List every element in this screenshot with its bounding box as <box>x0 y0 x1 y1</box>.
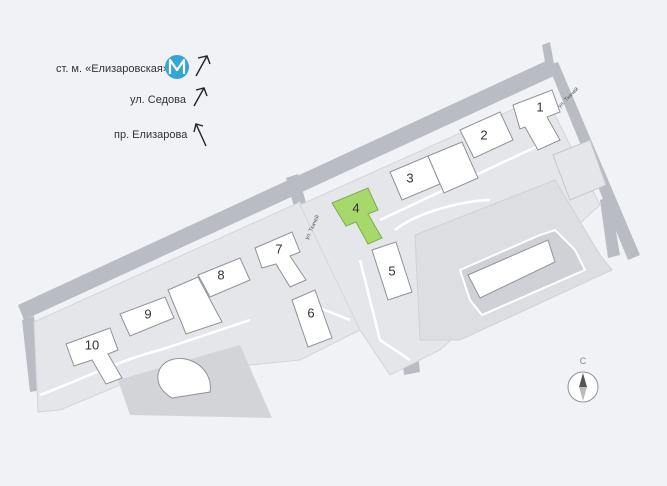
building-9-label: 9 <box>144 307 151 322</box>
building-10-shape <box>65 327 123 385</box>
building-6[interactable]: 6 <box>291 289 333 348</box>
building-7-shape <box>254 231 307 288</box>
legend: ст. м. «Елизаровская» ул. Седова пр. Ели… <box>56 55 211 147</box>
building-3[interactable]: 3 <box>389 141 479 201</box>
round-building-shape <box>157 358 211 399</box>
road-main <box>18 60 556 320</box>
building-8-label: 8 <box>217 268 224 283</box>
building-3-label: 3 <box>406 171 413 186</box>
building-4[interactable]: 4 <box>331 187 383 245</box>
building-7[interactable]: 7 <box>254 231 307 288</box>
road-right-vertical <box>600 196 620 258</box>
building-10-label: 10 <box>85 338 99 353</box>
arrow-up-right-icon <box>195 55 211 77</box>
building-4-label: 4 <box>352 201 359 216</box>
building-8[interactable]: 8 <box>167 257 251 335</box>
building-1-shape <box>512 89 561 151</box>
legend-item-elizarova[interactable]: пр. Елизарова <box>114 123 207 147</box>
building-5-label: 5 <box>388 264 395 279</box>
arrow-up-left-icon <box>193 123 207 147</box>
building-2[interactable]: 2 <box>459 111 514 159</box>
building-1[interactable]: 1 <box>512 89 561 151</box>
building-1-label: 1 <box>536 100 543 115</box>
compass-needle-north-icon <box>579 373 587 387</box>
arrow-up-right-icon <box>193 87 208 107</box>
building-4-shape <box>331 187 383 245</box>
compass: С <box>567 356 599 403</box>
legend-item-sedova[interactable]: ул. Седова <box>130 87 208 107</box>
compass-north-label: С <box>580 356 587 366</box>
compass-needle-south-icon <box>579 387 587 401</box>
building-7-label: 7 <box>275 242 282 257</box>
building-8-annex <box>167 276 223 335</box>
building-5-shape <box>371 241 413 301</box>
building-5[interactable]: 5 <box>371 241 413 301</box>
legend-item-metro[interactable]: ст. м. «Елизаровская» <box>56 55 211 79</box>
building-8-shape <box>197 257 251 298</box>
buildings: 1 2 3 4 5 6 7 <box>65 89 561 399</box>
legend-sedova-label: ул. Седова <box>130 94 187 106</box>
building-3-annex <box>427 141 479 194</box>
metro-icon <box>165 55 189 79</box>
legend-metro-label: ст. м. «Елизаровская» <box>56 63 169 75</box>
building-6-shape <box>291 289 333 348</box>
legend-elizarova-label: пр. Елизарова <box>114 129 188 141</box>
round-building <box>157 358 211 399</box>
lot-top-right <box>552 139 607 201</box>
building-9-shape <box>119 296 175 337</box>
building-2-label: 2 <box>480 128 487 143</box>
building-10[interactable]: 10 <box>65 327 123 385</box>
building-2-shape <box>459 111 514 159</box>
long-building <box>467 239 556 299</box>
building-9[interactable]: 9 <box>119 296 175 337</box>
building-6-label: 6 <box>307 306 314 321</box>
